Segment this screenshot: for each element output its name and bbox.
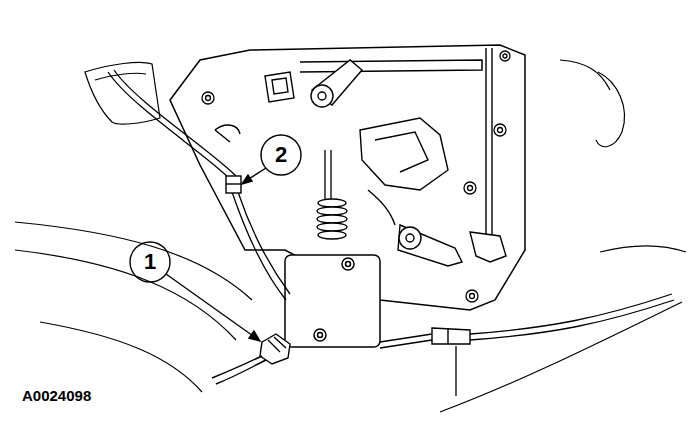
callout-leaders-part bbox=[242, 175, 252, 184]
latch-mechanism bbox=[265, 60, 506, 266]
latch-mechanism-part bbox=[318, 92, 326, 100]
callout-leaders-part bbox=[166, 274, 256, 338]
door-panel-contours-part bbox=[85, 62, 160, 124]
mounting-bolts-part bbox=[202, 92, 214, 104]
door-panel-contours-part bbox=[40, 322, 202, 392]
mounting-bolts-part bbox=[500, 51, 510, 61]
latch-plate-part bbox=[215, 125, 240, 142]
release-cable-part bbox=[232, 192, 286, 300]
mounting-bolts-part bbox=[464, 182, 476, 194]
electrical-connector-part bbox=[260, 334, 290, 364]
callout-leaders-part bbox=[130, 242, 170, 282]
cable-clip-part bbox=[226, 176, 241, 193]
lock-actuator-part bbox=[314, 329, 326, 341]
lock-rod-and-bellows-part bbox=[317, 223, 347, 231]
latch-mechanism-part bbox=[368, 190, 395, 225]
control-rod bbox=[486, 48, 492, 240]
mounting-bolts-part bbox=[470, 294, 475, 299]
latch-mechanism-part bbox=[399, 227, 421, 249]
lock-actuator-part bbox=[285, 255, 380, 347]
latch-mechanism-part bbox=[265, 72, 294, 102]
cable-clip-part bbox=[226, 183, 241, 184]
callout-number: 2 bbox=[275, 144, 287, 166]
lock-rod-and-bellows-part bbox=[317, 207, 347, 215]
door-panel-contours-part bbox=[560, 60, 610, 90]
release-cable-part bbox=[455, 346, 456, 396]
mounting-bolts-part bbox=[468, 186, 473, 191]
callout-leaders-part bbox=[261, 135, 301, 175]
latch-mechanism-part bbox=[375, 132, 428, 172]
door-panel-contours-part bbox=[15, 222, 252, 300]
door-panel-contours-part bbox=[600, 246, 686, 252]
electrical-connector bbox=[212, 334, 290, 384]
latch-mechanism-part bbox=[398, 225, 462, 266]
lock-actuator-part bbox=[346, 262, 351, 267]
latch-mechanism-part bbox=[312, 60, 362, 105]
door-panel-contours-part bbox=[440, 302, 682, 412]
lock-rod-and-bellows bbox=[317, 150, 347, 239]
latch-plate-part bbox=[300, 60, 482, 72]
latch-mechanism-part bbox=[360, 118, 448, 190]
cable-clip-part bbox=[432, 328, 470, 344]
mounting-bolts-part bbox=[494, 124, 506, 136]
cable-clip bbox=[226, 176, 470, 344]
cable-clip-part bbox=[447, 328, 448, 344]
callout-leaders bbox=[130, 135, 301, 341]
lock-rod-and-bellows-part bbox=[317, 215, 347, 223]
latch-mechanism-part bbox=[470, 232, 506, 262]
lock-rod-and-bellows-part bbox=[318, 231, 346, 239]
release-cable-part bbox=[114, 70, 236, 176]
electrical-connector-part bbox=[216, 360, 266, 384]
release-cable bbox=[108, 70, 674, 396]
release-cable-part bbox=[238, 192, 290, 294]
mounting-bolts-part bbox=[498, 128, 503, 133]
electrical-connector-part bbox=[268, 337, 286, 352]
mounting-bolts-part bbox=[466, 290, 478, 302]
latch-mechanism-part bbox=[406, 234, 414, 242]
mounting-bolts-part bbox=[206, 96, 211, 101]
release-cable-part bbox=[380, 340, 432, 348]
callout-number: 1 bbox=[144, 251, 156, 273]
callout-leaders-part bbox=[249, 331, 260, 341]
figure-code: A0024098 bbox=[22, 388, 91, 403]
release-cable-part bbox=[470, 300, 674, 340]
release-cable-part bbox=[108, 72, 229, 178]
lock-actuator-part bbox=[318, 333, 323, 338]
lock-actuator bbox=[285, 255, 380, 347]
door-panel-contours-part bbox=[15, 250, 236, 340]
mounting-bolts-part bbox=[503, 54, 507, 58]
latch-plate bbox=[170, 45, 525, 310]
mounting-bolts bbox=[202, 51, 510, 302]
door-panel-contours-part bbox=[596, 72, 625, 147]
latch-plate-part bbox=[170, 45, 525, 310]
lock-rod-and-bellows-part bbox=[318, 199, 346, 207]
lock-actuator-part bbox=[342, 258, 354, 270]
latch-mechanism-part bbox=[272, 78, 288, 94]
latch-mechanism-part bbox=[311, 85, 333, 107]
control-rod-part bbox=[486, 48, 492, 240]
lock-rod-and-bellows-part bbox=[325, 150, 331, 200]
